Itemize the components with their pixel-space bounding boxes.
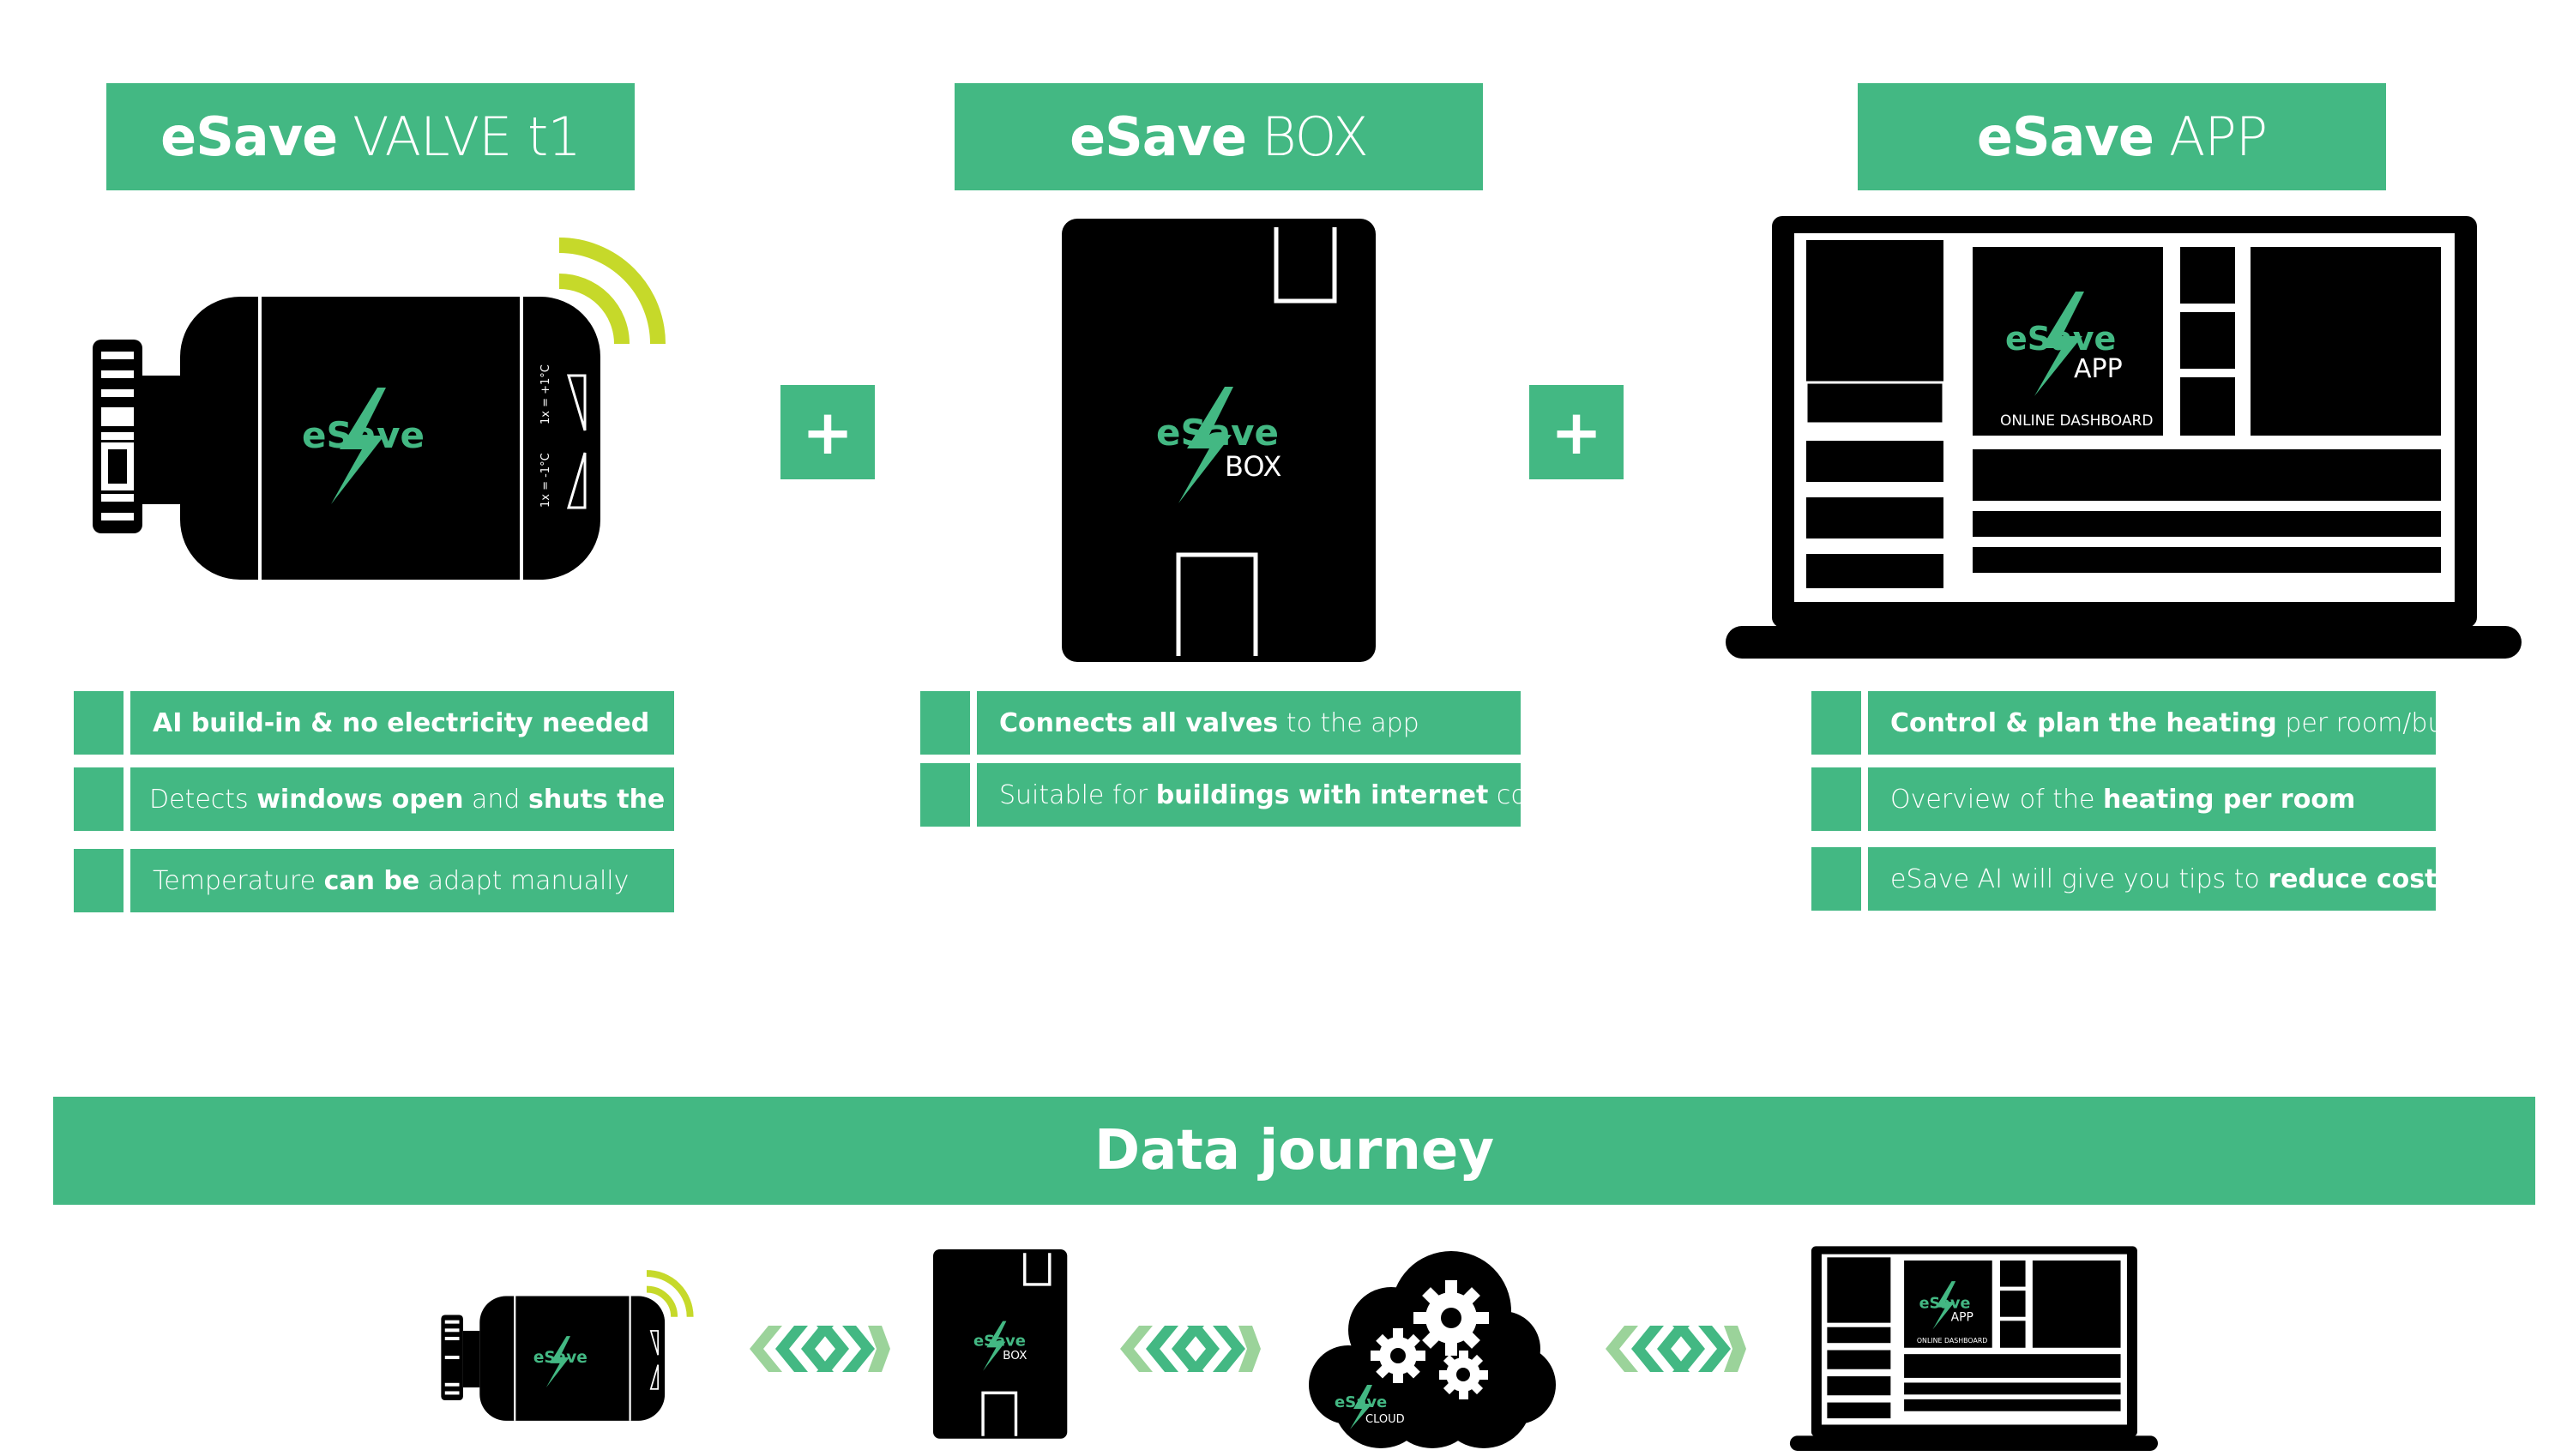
feature-marker [920,691,970,755]
bolt-icon [1350,1385,1372,1429]
app-dashboard-label: ONLINE DASHBOARD [2000,412,2153,430]
journey-app-sub: APP [1951,1310,1973,1324]
bolt-icon [1178,387,1233,503]
bolt-icon [2034,292,2084,396]
valve-label-up: 1x = +1°C [539,364,552,424]
journey-box-logo: eSave [973,1333,1026,1351]
valve-feature-2: Detects windows open and shuts the radia… [74,767,792,831]
journey-app-dashboard: ONLINE DASHBOARD [1917,1337,1988,1345]
valve-name: VALVE t1 [353,105,581,168]
feature-text: Overview of the heating per room [1868,767,2436,831]
feature-text: Detects windows open and shuts the radia… [130,767,792,831]
journey-app-icon: eSave APP ONLINE DASHBOARD [1789,1246,2158,1451]
box-brand: eSave [1070,105,1247,168]
double-arrow-icon [750,1326,890,1372]
app-feature-3: eSave AI will give you tips to reduce co… [1811,847,2452,911]
feature-text: Suitable for buildings with internet con… [977,763,1638,827]
plus-icon: + [780,385,875,479]
box-name: BOX [1262,105,1369,168]
journey-cloud-icon: eSave CLOUD [1309,1251,1556,1448]
journey-box-icon: eSave BOX [933,1248,1068,1439]
journey-box-sub: BOX [1003,1349,1027,1363]
feature-marker [1811,691,1861,755]
feature-text: AI build-in & no electricity needed [130,691,674,755]
feature-marker [74,849,124,912]
feature-marker [920,763,970,827]
box-sub: BOX [1225,450,1281,483]
feature-marker [1811,767,1861,831]
data-journey-banner: Data journey [53,1097,2535,1205]
app-feature-2: Overview of the heating per room [1811,767,2436,831]
feature-text: Temperature can be adapt manually [130,849,674,912]
box-feature-1: Connects all valves to the app [920,691,1521,755]
double-arrow-icon [1120,1326,1261,1372]
feature-text: Control & plan the heating per room/buil… [1868,691,2514,755]
journey-valve-icon: eSave [441,1270,694,1421]
feature-marker [1811,847,1861,911]
cloud-sub: CLOUD [1365,1413,1405,1426]
feature-text: eSave AI will give you tips to reduce co… [1868,847,2452,911]
box-feature-2: Suitable for buildings with internet con… [920,763,1638,827]
bolt-icon [331,388,386,504]
feature-marker [74,767,124,831]
valve-illustration: eSave 1x = +1°C 1x = -1°C [93,238,666,580]
valve-feature-3: Temperature can be adapt manually [74,849,674,912]
feature-text: Connects all valves to the app [977,691,1521,755]
double-arrow-icon [1606,1326,1746,1372]
app-brand: eSave [1976,105,2154,168]
signal-icon [558,238,666,345]
valve-brand: eSave [160,105,338,168]
app-name: APP [2168,105,2268,168]
app-sub: APP [2074,354,2123,384]
laptop-illustration: eSave APP ONLINE DASHBOARD [1726,216,2522,659]
plus-icon: + [1529,385,1624,479]
valve-label-down: 1x = -1°C [539,453,552,508]
box-illustration: eSave BOX [1062,219,1376,662]
app-feature-1: Control & plan the heating per room/buil… [1811,691,2514,755]
valve-feature-1: AI build-in & no electricity needed [74,691,674,755]
feature-marker [74,691,124,755]
